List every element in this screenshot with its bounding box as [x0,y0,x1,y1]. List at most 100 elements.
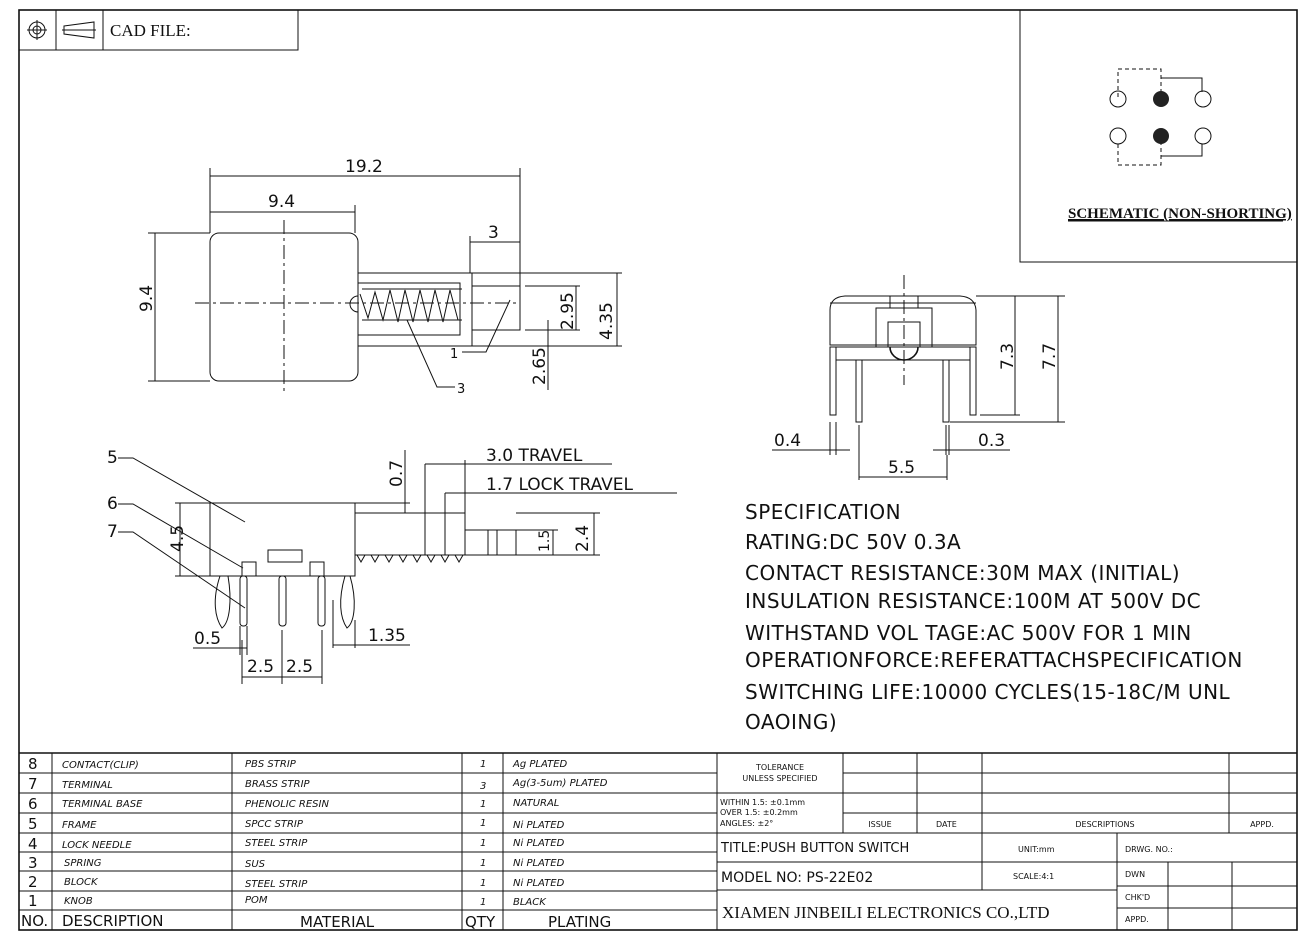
dim-height-7-7: 7.7 [1040,343,1060,370]
bom-header-no: NO. [21,912,48,930]
dim-tab-width: 1.35 [368,626,406,646]
bom-no: 6 [28,795,38,813]
bom-no: 8 [28,755,38,773]
bom-row-3: 3 SPRING SUS 1 Ni PLATED [28,854,565,872]
bom-plating: Ni PLATED [513,820,565,831]
bom-no: 3 [28,854,38,872]
bom-material: PHENOLIC RESIN [245,799,329,810]
spec-heading: SPECIFICATION [745,500,901,524]
bom-material: SPCC STRIP [245,819,304,830]
sheet-border [18,9,1298,931]
dim-pitch-2: 2.5 [286,657,313,677]
scale-label: SCALE:4:1 [1013,872,1054,881]
bom-plating: Ni PLATED [513,858,565,869]
bom-material: POM [245,895,268,906]
descriptions-header: DESCRIPTIONS [1075,820,1134,829]
side-view: 5 6 7 4.5 0.7 3.0 TRAVEL 1.7 LOCK TRAVEL… [107,446,677,684]
bom-row-4: 4 LOCK NEEDLE STEEL STRIP 1 Ni PLATED [28,835,565,853]
bom-no: 2 [28,873,38,891]
bom-plating: Ni PLATED [513,838,565,849]
bom-row-8: 8 CONTACT(CLIP) PBS STRIP 1 Ag PLATED [28,755,568,773]
drawing-title: TITLE:PUSH BUTTON SWITCH [720,841,909,856]
bom-no: 1 [28,892,38,910]
bom-qty: 1 [480,897,486,908]
tolerance-angles: ANGLES: ±2° [720,819,773,828]
dim-height-7-3: 7.3 [998,343,1018,370]
dim-stem-height: 2.4 [573,525,593,552]
bom-row-7: 7 TERMINAL BRASS STRIP 3 Ag(3-5um) PLATE… [28,775,608,793]
spec-rating: RATING:DC 50V 0.3A [745,530,961,554]
issue-header: ISSUE [868,820,891,829]
date-header: DATE [936,820,957,829]
bom-qty: 1 [480,878,486,889]
company-name: XIAMEN JINBEILI ELECTRONICS CO.,LTD [722,903,1050,922]
bom-plating: Ag(3-5um) PLATED [512,778,608,789]
bom-description: TERMINAL BASE [62,799,143,810]
bom-material: BRASS STRIP [245,779,311,790]
dim-overall-length: 19.2 [345,157,383,177]
dim-pitch-1: 2.5 [247,657,274,677]
bom-description: SPRING [64,858,102,869]
approved-label: APPD. [1125,915,1149,924]
spec-insulation-resistance: INSULATION RESISTANCE:100M AT 500V DC [745,589,1201,613]
bom-qty: 1 [480,838,486,849]
bom-material: STEEL STRIP [245,879,308,890]
appd-header: APPD. [1250,820,1274,829]
bom-row-2: 2 BLOCK STEEL STRIP 1 Ni PLATED [28,873,565,891]
bom-qty: 1 [480,818,486,829]
bom-plating: Ag PLATED [512,759,568,770]
bom-qty: 1 [480,759,486,770]
tolerance-title-1: TOLERANCE [755,763,804,772]
dim-tip-height: 1.5 [537,530,553,552]
cad-file-header: CAD FILE: [18,9,299,51]
bom-header-plating: PLATING [548,913,611,931]
callout-1: 1 [450,347,458,362]
checked-label: CHK'D [1125,893,1150,902]
bom-no: 7 [28,775,38,793]
bom-material: SUS [245,859,266,870]
dim-top-gap: 0.7 [387,460,407,487]
spec-withstand-voltage: WITHSTAND VOL TAGE:AC 500V FOR 1 MIN [745,621,1192,645]
bom-qty: 3 [480,781,486,792]
schematic-title: SCHEMATIC (NON-SHORTING) [1068,206,1292,222]
dim-offset: 2.65 [530,347,550,385]
bom-description: LOCK NEEDLE [62,840,132,851]
bom-description: KNOB [64,896,93,907]
bom-header-qty: QTY [465,913,496,931]
drawing-number-label: DRWG. NO.: [1125,845,1173,854]
spec-operation-force: OPERATIONFORCE:REFERATTACHSPECIFICATION [745,648,1243,672]
title-block: TOLERANCE UNLESS SPECIFIED WITHIN 1.5: ±… [717,753,1297,930]
dim-travel: 3.0 TRAVEL [486,446,583,466]
bom-material: STEEL STRIP [245,838,308,849]
dim-knob-height: 9.4 [137,285,157,312]
bom-material: PBS STRIP [245,759,297,770]
bom-header-description: DESCRIPTION [62,912,164,930]
bom-description: FRAME [62,820,97,831]
bom-table: 8 CONTACT(CLIP) PBS STRIP 1 Ag PLATED 7 … [19,752,1297,931]
bom-description: BLOCK [64,877,99,888]
bom-qty: 1 [480,858,486,869]
cad-file-label: CAD FILE: [110,21,191,40]
dim-outer-height: 4.35 [597,302,617,340]
tolerance-over: OVER 1.5: ±0.2mm [720,808,798,817]
schematic-symbol [1109,68,1212,166]
dim-lock-travel: 1.7 LOCK TRAVEL [486,475,634,495]
callout-7: 7 [107,522,118,542]
bom-no: 4 [28,835,38,853]
callout-5: 5 [107,448,118,468]
callout-3: 3 [457,382,465,397]
top-view: 19.2 9.4 3 9.4 2.95 4.35 2.65 1 3 [137,157,622,397]
bom-no: 5 [28,815,38,833]
dim-body-height: 4.5 [168,525,188,552]
projection-cone-icon [62,21,96,39]
dim-tip-length: 3 [488,223,499,243]
dim-pin-span: 5.5 [888,458,915,478]
dim-knob-width: 9.4 [268,192,295,212]
bom-row-1: 1 KNOB POM 1 BLACK [28,892,547,910]
dim-leg-width: 0.4 [774,431,801,451]
unit-label: UNIT:mm [1018,845,1055,854]
model-number: MODEL NO: PS-22E02 [721,870,873,886]
bom-plating: Ni PLATED [513,878,565,889]
spec-switching-life-cont: OAOING) [745,710,837,734]
